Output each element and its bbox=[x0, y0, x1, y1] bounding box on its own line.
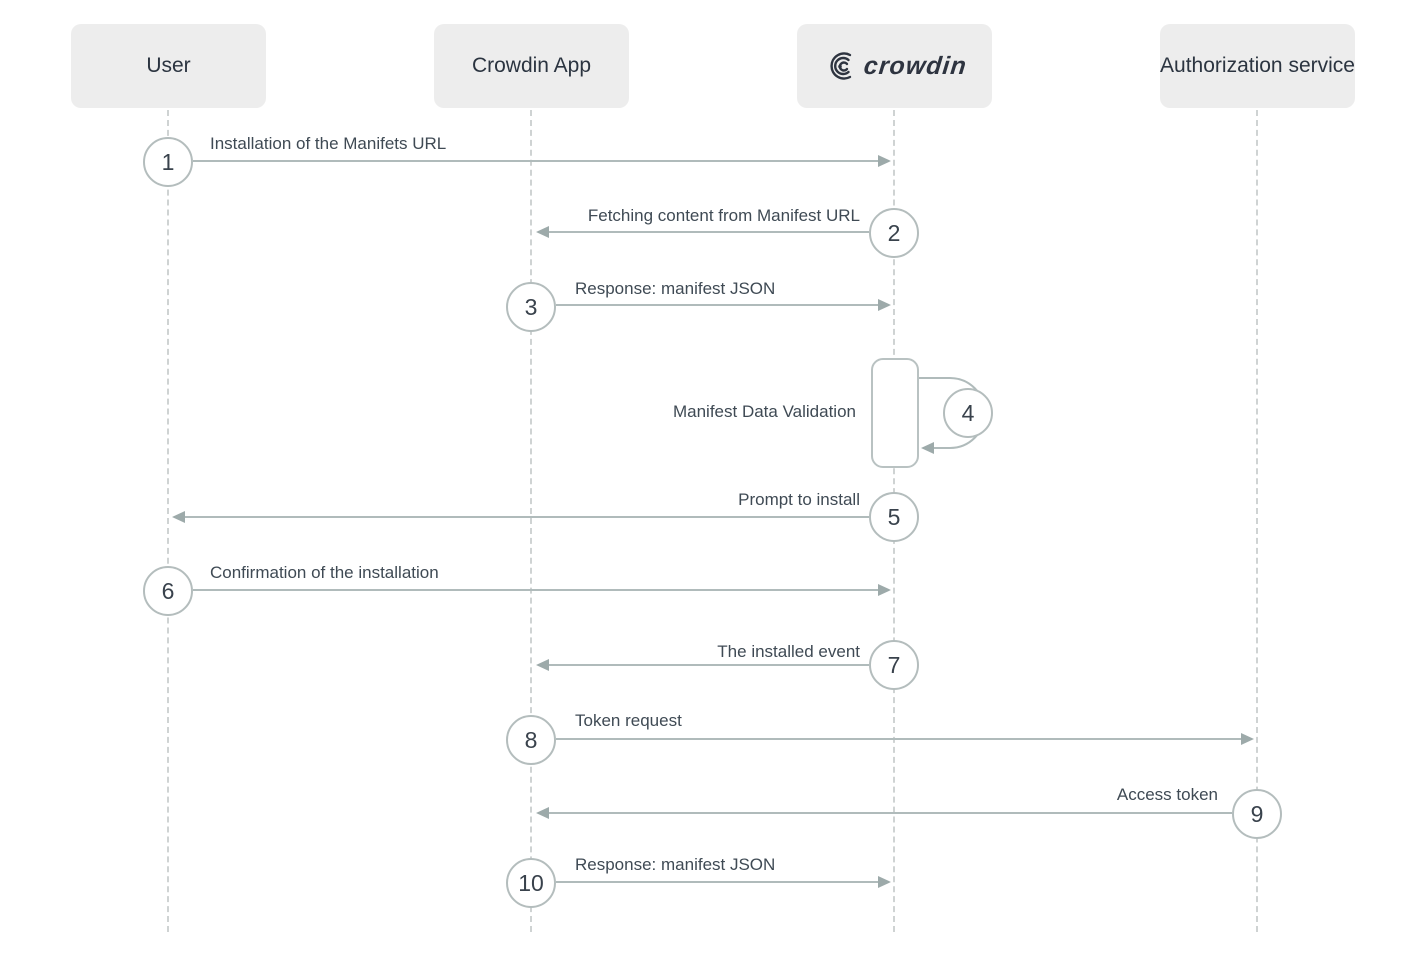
message-4-step-circle: 4 bbox=[943, 388, 993, 438]
message-5-label: Prompt to install bbox=[738, 490, 860, 509]
message-7-arrow-line bbox=[549, 664, 869, 666]
message-3-arrowhead-icon bbox=[878, 299, 891, 311]
message-6-arrow-line bbox=[193, 589, 878, 591]
message-9-step-circle: 9 bbox=[1232, 789, 1282, 839]
message-7-arrowhead-icon bbox=[536, 659, 549, 671]
lifeline-user bbox=[167, 110, 169, 932]
message-4-label: Manifest Data Validation bbox=[672, 402, 856, 421]
message-7-label: The installed event bbox=[717, 642, 860, 661]
actor-crowdin-app: Crowdin App bbox=[434, 24, 629, 108]
lifeline-authorization-service bbox=[1256, 110, 1258, 932]
actor-crowdin-app-label: Crowdin App bbox=[471, 54, 592, 77]
message-4-arrowhead-icon bbox=[921, 442, 934, 454]
message-8-step-number: 8 bbox=[524, 726, 538, 753]
message-10-arrowhead-icon bbox=[878, 876, 891, 888]
message-4-step-number: 4 bbox=[961, 399, 975, 426]
message-9-arrow-line bbox=[549, 812, 1232, 814]
message-1-arrowhead-icon bbox=[878, 155, 891, 167]
message-5-step-number: 5 bbox=[887, 503, 901, 530]
actor-user: User bbox=[71, 24, 266, 108]
crowdin-bird-icon bbox=[829, 52, 851, 80]
activation-box bbox=[871, 358, 919, 468]
message-6-step-number: 6 bbox=[161, 577, 175, 604]
message-5-arrowhead-icon bbox=[172, 511, 185, 523]
message-10-step-number: 10 bbox=[518, 869, 544, 896]
message-8-arrowhead-icon bbox=[1241, 733, 1254, 745]
message-5-step-circle: 5 bbox=[869, 492, 919, 542]
message-1-arrow-line bbox=[193, 160, 878, 162]
message-10-label: Response: manifest JSON bbox=[575, 855, 776, 874]
message-1-label: Installation of the Manifets URL bbox=[210, 134, 447, 153]
actor-crowdin: crowdin bbox=[797, 24, 992, 108]
message-9-step-number: 9 bbox=[1250, 800, 1264, 827]
actor-authorization-service: Authorization service bbox=[1160, 24, 1355, 108]
message-5-arrow-line bbox=[185, 516, 869, 518]
message-8-arrow-line bbox=[556, 738, 1241, 740]
message-8-label: Token request bbox=[575, 711, 682, 730]
message-10-step-circle: 10 bbox=[506, 858, 556, 908]
message-1-step-circle: 1 bbox=[143, 137, 193, 187]
message-2-label: Fetching content from Manifest URL bbox=[587, 206, 860, 225]
message-2-step-circle: 2 bbox=[869, 208, 919, 258]
message-3-label: Response: manifest JSON bbox=[575, 279, 776, 298]
message-2-arrowhead-icon bbox=[536, 226, 549, 238]
message-2-arrow-line bbox=[549, 231, 869, 233]
message-10-arrow-line bbox=[556, 881, 878, 883]
message-3-step-number: 3 bbox=[524, 293, 538, 320]
crowdin-wordmark: crowdin bbox=[862, 52, 968, 80]
message-8-step-circle: 8 bbox=[506, 715, 556, 765]
message-7-step-circle: 7 bbox=[869, 640, 919, 690]
actor-user-label: User bbox=[146, 54, 191, 77]
message-9-label: Access token bbox=[1116, 785, 1218, 804]
message-3-step-circle: 3 bbox=[506, 282, 556, 332]
message-3-arrow-line bbox=[556, 304, 878, 306]
message-7-step-number: 7 bbox=[887, 651, 901, 678]
message-1-step-number: 1 bbox=[161, 148, 175, 175]
message-6-step-circle: 6 bbox=[143, 566, 193, 616]
lifeline-crowdin-app bbox=[530, 110, 532, 932]
message-6-label: Confirmation of the installation bbox=[210, 563, 439, 582]
crowdin-logo: crowdin bbox=[823, 50, 968, 82]
message-6-arrowhead-icon bbox=[878, 584, 891, 596]
actor-authorization-service-label: Authorization service bbox=[1160, 54, 1355, 77]
message-9-arrowhead-icon bbox=[536, 807, 549, 819]
message-2-step-number: 2 bbox=[887, 219, 901, 246]
